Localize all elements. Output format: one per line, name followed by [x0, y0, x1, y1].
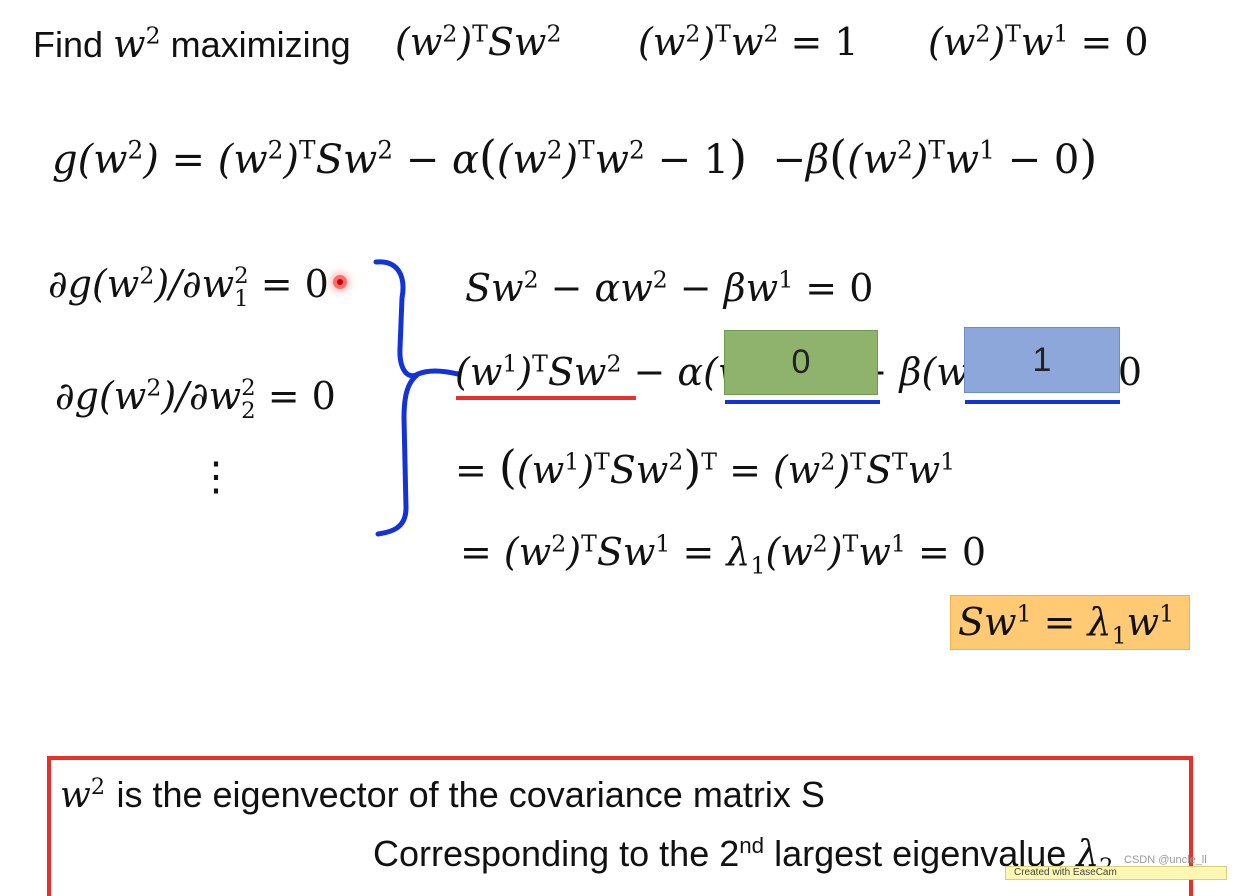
- blue-underline-alpha-term: [725, 400, 880, 404]
- header-find-text: Find w2 maximizing: [33, 22, 351, 66]
- conclusion-frame: [47, 756, 1193, 896]
- w2-symbol: w2: [60, 774, 106, 816]
- w2-symbol: w2: [113, 21, 161, 66]
- stationary-condition: Sw2 − αw2 − βw1 = 0: [465, 265, 874, 310]
- eigen-substitution: = (w2)TSw1 = λ1(w2)Tw1 = 0: [460, 529, 987, 580]
- lagrangian-equation: g(w2) = (w2)TSw2 − α((w2)Tw2 − 1) −β((w2…: [52, 130, 1098, 184]
- conclusion-line-1: w2 is the eigenvector of the covariance …: [60, 774, 825, 816]
- red-underline: [456, 396, 636, 400]
- curly-brace-drawing: [373, 259, 460, 537]
- eigen-equation-highlight: [950, 595, 1190, 650]
- blue-highlight-one: 1: [964, 327, 1120, 393]
- watermark: CSDN @uncle_ll: [1124, 854, 1207, 866]
- cursor-pointer-dot: [333, 275, 347, 289]
- green-highlight-zero: 0: [724, 330, 878, 395]
- blue-underline-beta-term: [965, 400, 1120, 404]
- find-word: Find: [33, 24, 104, 65]
- eigen-equation: Sw1 = λ1w1: [958, 599, 1175, 650]
- objective-expr: (w2)TSw2: [395, 19, 562, 64]
- vertical-ellipsis: ⋮: [196, 455, 236, 499]
- orthogonality-constraint: (w2)Tw1 = 0: [928, 19, 1149, 64]
- transpose-equation: = ((w1)TSw2)T = (w2)TSTw1: [455, 440, 956, 494]
- maximizing-word: maximizing: [170, 24, 351, 65]
- norm-constraint: (w2)Tw2 = 1: [638, 19, 859, 64]
- conclusion-line-2: Corresponding to the 2nd largest eigenva…: [373, 833, 1113, 878]
